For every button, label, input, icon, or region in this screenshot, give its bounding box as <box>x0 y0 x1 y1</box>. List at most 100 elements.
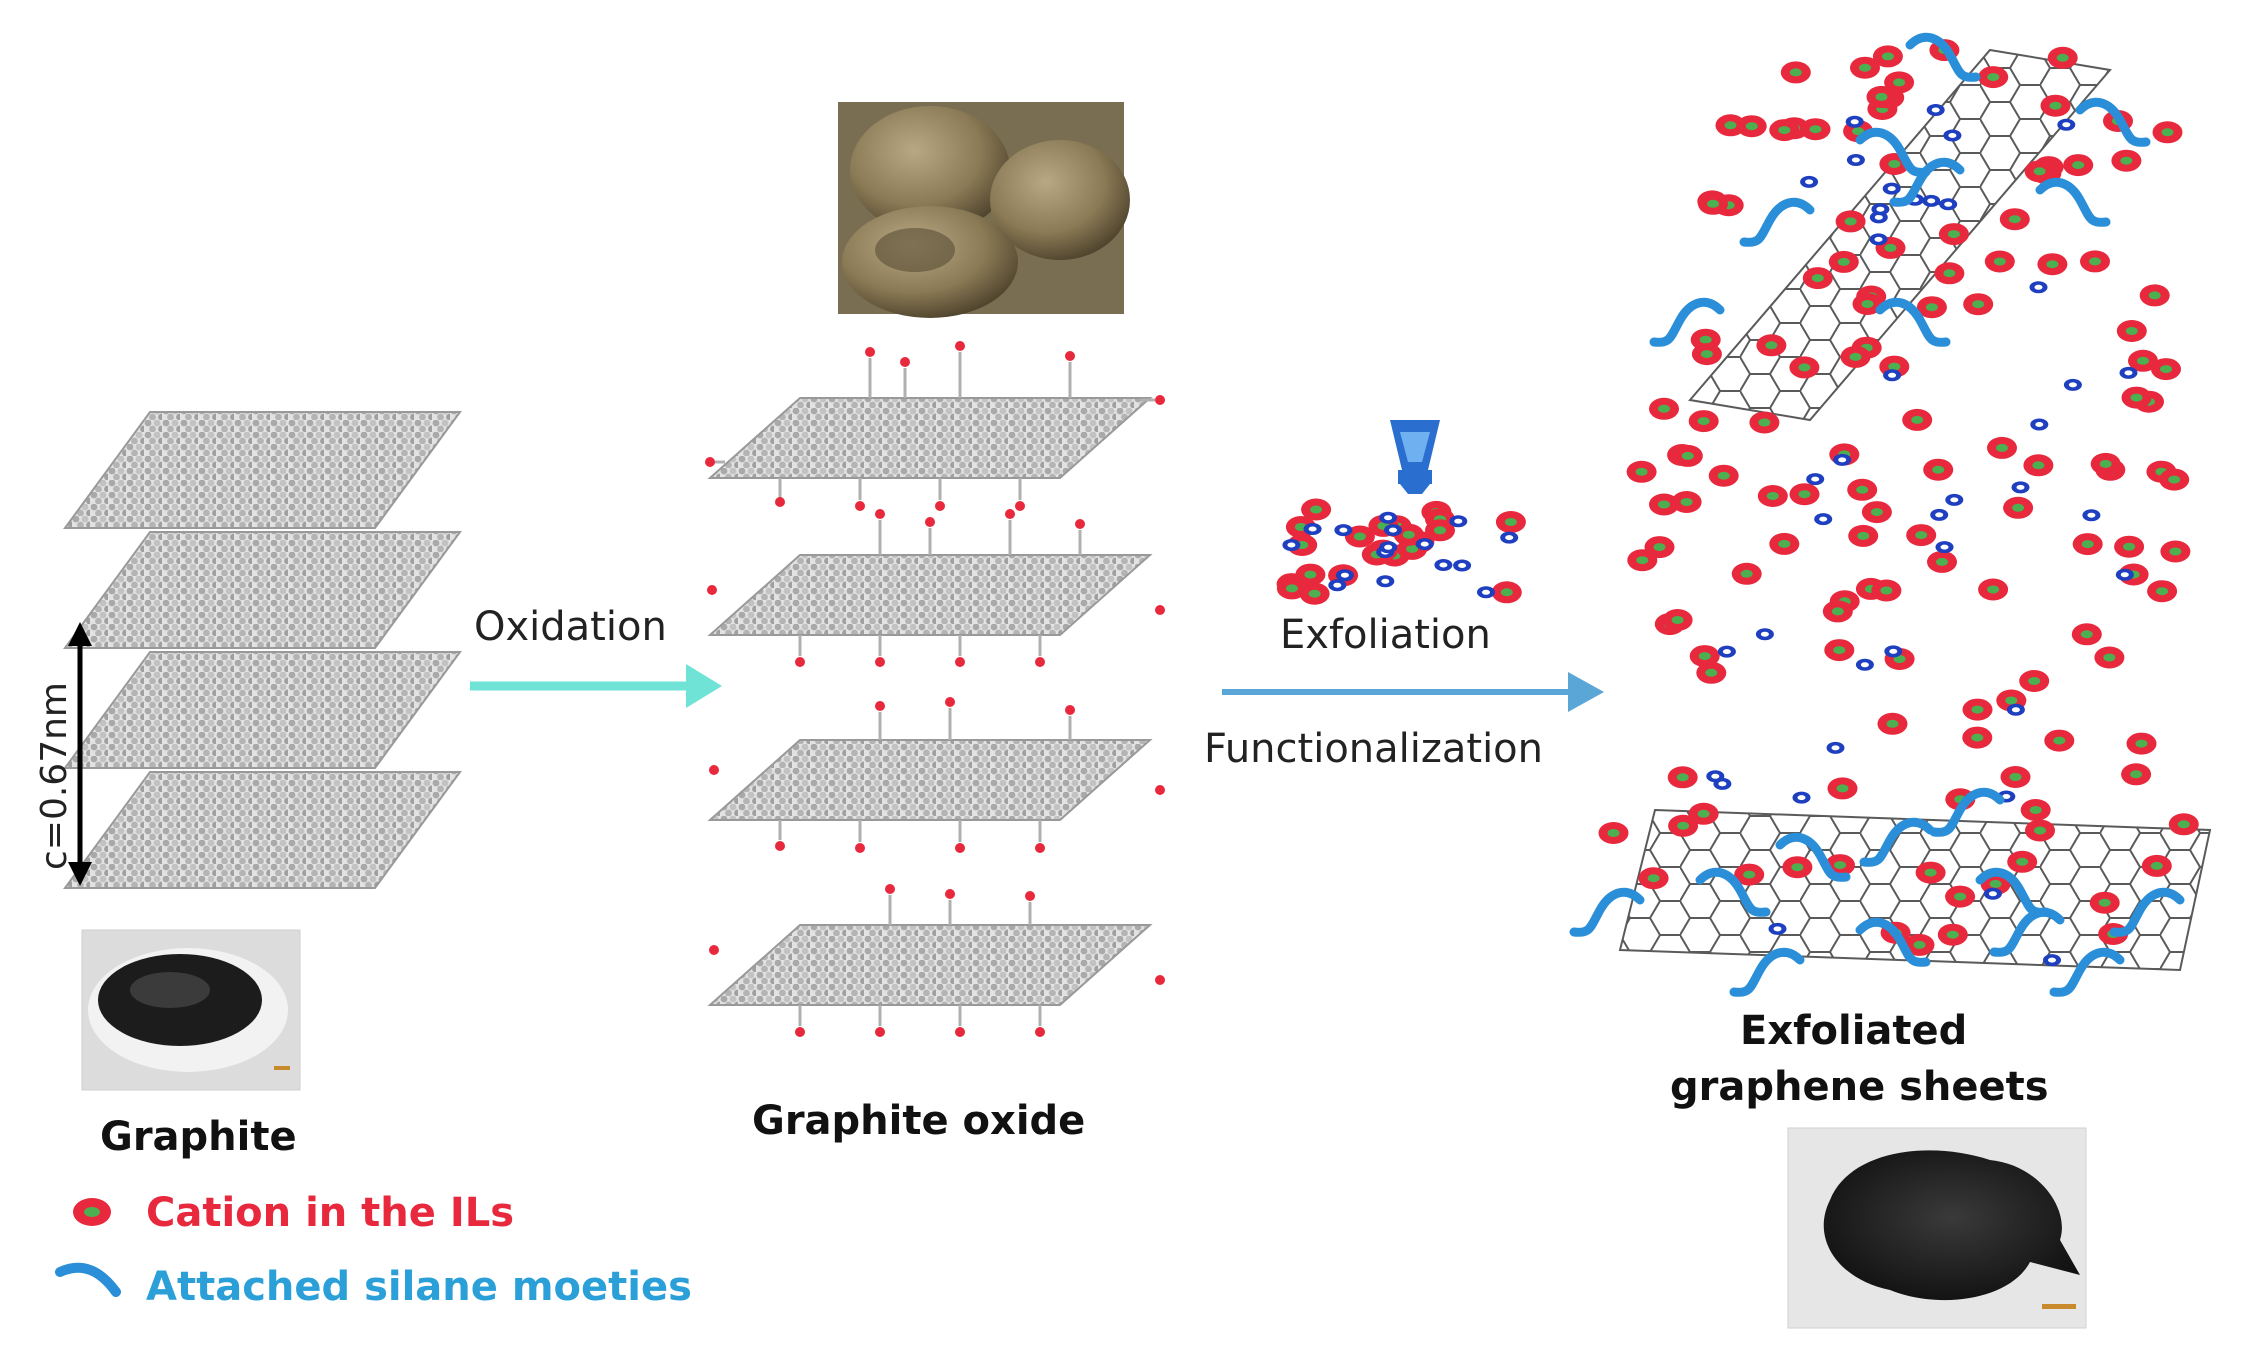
cation-ion <box>1491 581 1522 604</box>
anion-ion <box>1792 791 1811 804</box>
cation-ion <box>1662 609 1693 631</box>
cation-ion <box>1626 460 1657 483</box>
cation-ion <box>1850 56 1880 79</box>
anion-ion <box>1814 513 1833 526</box>
cation-ion <box>2094 646 2125 669</box>
anion-ion <box>2029 281 2048 294</box>
cation-ion <box>1927 550 1957 573</box>
attached-silane-moieties <box>1569 32 2185 997</box>
graphite-oxide-layer <box>707 509 1165 667</box>
graphite-oxide-layer <box>707 884 1165 1037</box>
graphite-label: Graphite <box>100 1114 297 1160</box>
exfoliation-arrow <box>1222 672 1604 712</box>
silane-moiety <box>1859 817 1935 867</box>
silane-moiety <box>1875 297 1951 347</box>
anion-ion <box>1500 531 1519 544</box>
anion-ion <box>2115 568 2134 581</box>
cation-ion <box>1978 578 2009 601</box>
bottom-graphene-sheet <box>1618 808 2212 972</box>
exfoliated-graphene-photo <box>1787 1127 2087 1329</box>
legend-cation-label: Cation in the ILs <box>146 1190 514 1236</box>
silane-moiety <box>1739 197 1815 247</box>
cation-ion <box>2019 670 2050 692</box>
cation-ion <box>2151 358 2181 381</box>
cation-ion <box>1789 483 1820 506</box>
cation-ion <box>2047 46 2078 69</box>
silane-moiety <box>2075 97 2151 147</box>
cation-ion <box>2063 154 2094 177</box>
cation-ion <box>1848 524 1879 547</box>
cation-ion <box>1736 115 1767 138</box>
cation-ion <box>2023 454 2054 477</box>
cation-ion <box>1598 822 1629 844</box>
anion-ion <box>1379 541 1398 554</box>
anion-ion <box>1768 922 1787 935</box>
anion-ion <box>1945 493 1964 506</box>
sonicator-icon <box>1390 420 1440 494</box>
cation-ion <box>1782 856 1813 879</box>
cation-ion <box>2126 732 2157 755</box>
graphite-layers <box>63 411 462 889</box>
graphite-oxide-photo <box>838 102 1130 318</box>
cation-ion <box>2114 535 2145 558</box>
cation-ion <box>2089 891 2120 914</box>
anion-ion <box>1943 129 1962 142</box>
cation-ion <box>2037 253 2068 276</box>
anion-ion <box>1282 539 1301 551</box>
cation-ion <box>1945 885 1976 908</box>
cation-ion <box>2147 580 2178 603</box>
anion-ion <box>1376 575 1395 588</box>
cation-ion <box>1923 458 1954 481</box>
graphite-oxide-layers <box>705 341 1165 1037</box>
cation-ion <box>1301 498 1332 521</box>
cation-ion <box>1861 501 1892 524</box>
anion-ion <box>1713 777 1732 790</box>
graphite-oxide-label: Graphite oxide <box>752 1098 1085 1144</box>
cation-ion <box>1688 410 1719 433</box>
cation-ion <box>1667 766 1698 789</box>
anion-ion <box>1935 541 1954 554</box>
anion-ion <box>1869 233 1888 246</box>
cation-ion <box>1984 250 2015 273</box>
cation-ion <box>1688 802 1719 825</box>
cation-ion <box>1495 511 1526 533</box>
anion-ion <box>1833 453 1852 466</box>
cation-ion <box>1708 464 1739 487</box>
cation-ion <box>1672 444 1703 467</box>
cation-ion <box>2160 540 2191 563</box>
cation-ion <box>2141 854 2172 877</box>
exfoliation-mixture <box>1276 498 1526 605</box>
cation-ion <box>1999 208 2030 231</box>
anion-ion <box>1303 523 1322 535</box>
cation-ion <box>1938 223 1969 246</box>
anion-ion <box>1384 524 1402 537</box>
exfoliation-label: Exfoliation <box>1280 612 1491 658</box>
oxidation-label: Oxidation <box>474 604 667 650</box>
anion-ion <box>2006 703 2025 716</box>
graphite-oxide-layer <box>707 697 1165 853</box>
cation-ion <box>1915 861 1946 884</box>
silane-moiety <box>1729 947 1805 997</box>
anion-ion <box>1379 511 1398 524</box>
anion-ion <box>1334 524 1353 537</box>
exfoliated-label-line1: Exfoliated <box>1740 1008 1967 1054</box>
graphite-photo <box>81 929 301 1091</box>
legend-silane-label: Attached silane moeties <box>146 1264 692 1310</box>
anion-ion <box>2082 509 2101 522</box>
cation-ion <box>2121 386 2152 409</box>
cation-ion <box>2152 121 2183 144</box>
cation-ion <box>1987 436 2017 459</box>
anion-ion <box>1922 194 1941 207</box>
silane-moiety <box>1855 127 1931 177</box>
cation-ion <box>2072 533 2103 556</box>
cation-ion <box>1769 532 1800 555</box>
cation-ion <box>2168 813 2199 836</box>
anion-ion <box>1806 473 1825 486</box>
cation-ion <box>1902 408 1933 431</box>
graphite-layer <box>63 411 462 529</box>
cation-ion <box>1963 293 1994 316</box>
graphite-layer <box>63 651 462 769</box>
silane-moiety <box>1649 297 1725 347</box>
cation-ion <box>1871 579 1902 602</box>
anion-ion <box>1884 645 1903 658</box>
